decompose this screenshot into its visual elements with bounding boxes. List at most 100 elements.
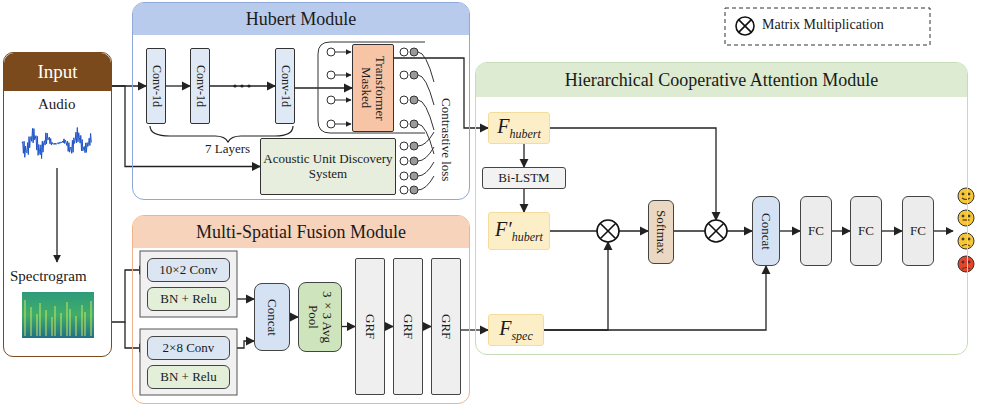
process-box: GRF [355, 258, 385, 395]
process-box: 3×3 Avg Pool [298, 282, 342, 352]
subscript-text: hubert [512, 230, 543, 244]
node-text: Concat [265, 299, 280, 336]
panel-header: Input [4, 53, 111, 91]
text-wrap: F′hubert [495, 218, 543, 244]
layer-dots [233, 84, 250, 87]
connector [780, 230, 800, 231]
process-box: Concat [254, 283, 290, 351]
text-wrap: 2×8 Conv [163, 341, 215, 355]
node-text: BN + Relu [160, 369, 216, 384]
panel-title: Hubert Module [246, 9, 356, 30]
text-wrap: FC [858, 224, 874, 238]
node-text: Softmax [654, 210, 669, 254]
text-wrap: Fspec [499, 317, 533, 343]
text-wrap: GRF [439, 314, 453, 339]
process-box: GRF [431, 258, 461, 395]
connector [166, 85, 190, 86]
text-wrap: Softmax [654, 210, 668, 254]
text-wrap: Conv-1d [278, 65, 291, 107]
text-wrap: Acoustic Unit Discovery System [261, 152, 395, 181]
connector [385, 326, 393, 327]
feature-box: F′hubert [488, 212, 550, 250]
process-box: Acoustic Unit Discovery System [260, 138, 396, 195]
node-text: Transformer Masked [359, 56, 388, 121]
node-text: 2×8 Conv [163, 340, 215, 355]
connector [112, 86, 260, 167]
audio-to-spectrogram-arrow [56, 168, 57, 262]
node-text: FC [858, 223, 874, 238]
process-box: 2×8 Conv [147, 336, 230, 360]
connector [290, 316, 298, 317]
subscript-text: hubert [509, 127, 540, 141]
module-panel: Hubert ModuleConv-1d Conv-1d Conv-1d Transf… [132, 2, 470, 200]
process-box: Bi-LSTM [482, 167, 566, 189]
node-text: GRF [439, 314, 454, 339]
output-arrow [934, 230, 953, 231]
node-text: BN + Relu [160, 291, 216, 306]
process-box: GRF [393, 258, 423, 395]
text-wrap: Conv-1d [149, 65, 162, 107]
node-text: Acoustic Unit Discovery System [263, 151, 392, 180]
spectrogram-texture [25, 300, 91, 336]
matmul-symbol [597, 220, 619, 242]
node-text: F′ [495, 218, 512, 240]
connector [544, 266, 766, 330]
text-wrap: FC [910, 224, 926, 238]
node-text: FC [808, 223, 824, 238]
panel-header: Hubert Module [133, 3, 469, 35]
connector [423, 326, 431, 327]
emotion-icons [958, 188, 974, 272]
process-box: FC [800, 196, 832, 266]
connector [210, 85, 275, 86]
process-box: 10×2 Conv [147, 258, 230, 282]
connector [523, 189, 524, 212]
node-text: Bi-LSTM [498, 170, 549, 185]
connector [882, 230, 902, 231]
connector [550, 128, 716, 220]
process-box: BN + Relu [147, 287, 230, 311]
module-panel: Multi-Spatial Fusion Module 10×2 Conv BN +… [132, 215, 470, 404]
node-text: 3×3 Avg Pool [306, 291, 335, 343]
process-box: BN + Relu [147, 365, 230, 389]
text-label: Contrastive loss [438, 98, 454, 181]
text-wrap: BN + Relu [160, 370, 216, 384]
panel-title: Hierarchical Cooperative Attention Modul… [565, 70, 878, 91]
connector [295, 87, 352, 88]
feature-box: Fspec [488, 314, 544, 346]
text-wrap: Transformer Masked [359, 45, 388, 131]
process-box: Transformer Masked [352, 44, 394, 132]
text-label: Spectrogram [10, 268, 87, 285]
audio-waveform [22, 128, 91, 159]
subscript-text: spec [511, 329, 532, 343]
text-wrap: Fhubert [497, 115, 541, 141]
legend-box [725, 8, 930, 45]
text-label: Audio [38, 96, 76, 113]
module-panel: Hierarchical Cooperative Attention Modul… [475, 62, 968, 355]
text-wrap: BN + Relu [160, 292, 216, 306]
connector [342, 326, 355, 327]
text-wrap: Bi-LSTM [498, 171, 549, 185]
process-box: Concat [752, 196, 780, 266]
process-box: Conv-1d [275, 48, 295, 124]
panel-header: Multi-Spatial Fusion Module [133, 216, 469, 248]
conv-group-box [140, 329, 237, 395]
conv-group-box [140, 251, 237, 317]
text-wrap: FC [808, 224, 824, 238]
text-wrap: Concat [265, 299, 279, 336]
node-text: Conv-1d [279, 65, 293, 107]
text-wrap: GRF [363, 314, 377, 339]
text-wrap: Concat [759, 213, 773, 250]
node-text: Conv-1d [150, 65, 164, 107]
feature-box: Fhubert [488, 112, 550, 144]
panel-title: Multi-Spatial Fusion Module [196, 222, 406, 243]
text-label: 7 Layers [205, 141, 250, 157]
process-box: FC [850, 196, 882, 266]
text-wrap: 3×3 Avg Pool [306, 283, 335, 351]
process-box: Conv-1d [146, 48, 166, 124]
legend-swatch [736, 17, 754, 35]
text-wrap: 10×2 Conv [159, 263, 217, 277]
connector [832, 230, 850, 231]
node-text: GRF [363, 314, 378, 339]
text-wrap: Conv-1d [193, 65, 206, 107]
